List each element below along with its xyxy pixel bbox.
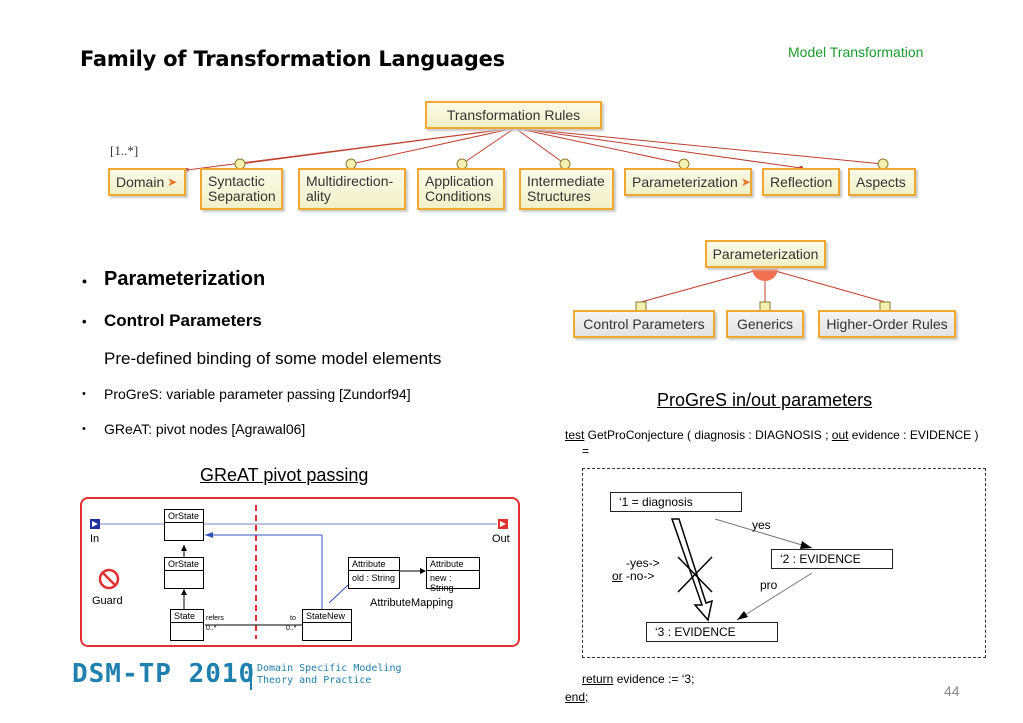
feature-aspects: Aspects (848, 168, 916, 196)
progres-node-2: ‘2 : EVIDENCE (771, 549, 893, 569)
expand-arrow-icon: ➤ (740, 174, 751, 189)
great-diagram: In Out Guard OrState OrState State refer… (80, 497, 520, 647)
neg-edge-yes: -yes-> (626, 556, 660, 570)
bullet-subtext: Pre-defined binding of some model elemen… (104, 349, 442, 368)
progres-rule-box (582, 468, 986, 658)
bullet-item: • ProGreS: variable parameter passing [Z… (82, 386, 411, 402)
bullet-item: • Parameterization (82, 268, 266, 290)
great-caption: GReAT pivot passing (200, 465, 369, 485)
great-diagram-lines (90, 505, 508, 639)
feature-label: Domain (116, 173, 165, 190)
feature-domain: Domain ➤ (108, 168, 186, 196)
cardinality-label: [1..*] (110, 143, 139, 158)
logo-subtitle: Domain Specific Modeling Theory and Prac… (257, 663, 402, 686)
progres-node-3: ‘3 : EVIDENCE (646, 622, 778, 642)
refers-label: refers (206, 615, 224, 622)
param-generics: Generics (726, 310, 804, 338)
feature-reflection: Reflection (762, 168, 840, 196)
attribute-node: Attribute old : String (348, 557, 400, 589)
progres-end: end; (565, 690, 589, 704)
multiplicity-label: 0..* (206, 625, 217, 632)
param-higher-order: Higher-Order Rules (818, 310, 956, 338)
edge-pro-label: pro (760, 578, 778, 592)
logo-divider (250, 664, 252, 690)
feature-label: Parameterization (632, 173, 738, 190)
expand-arrow-icon: ➤ (167, 174, 178, 189)
feature-application-conditions: Application Conditions (417, 168, 505, 210)
feature-multidirection: Multidirection-ality (298, 168, 406, 210)
out-label: Out (492, 533, 510, 545)
feature-intermediate: Intermediate Structures (519, 168, 614, 210)
mapping-label: AttributeMapping (370, 597, 454, 609)
edge-yes-label: yes (752, 518, 771, 532)
page-number: 44 (944, 683, 960, 699)
bullet-item: • Control Parameters (82, 311, 262, 330)
feature-syntactic: Syntactic Separation (200, 168, 283, 210)
param-root: Parameterization (705, 240, 826, 268)
multiplicity-label: 0..* (286, 625, 297, 632)
param-control-parameters: Control Parameters (573, 310, 715, 338)
statenew-node: StateNew (302, 609, 352, 641)
progres-signature: test GetProConjecture ( diagnosis : DIAG… (565, 428, 979, 442)
progres-return: return evidence := ‘3; (582, 672, 695, 686)
progres-caption: ProGreS in/out parameters (657, 390, 873, 410)
orstate-node: OrState (164, 509, 204, 541)
progres-node-1: ‘1 = diagnosis (610, 492, 742, 512)
orstate-node: OrState (164, 557, 204, 589)
section-label: Model Transformation (788, 44, 924, 60)
state-node: State (170, 609, 204, 641)
progres-equals: = (582, 444, 590, 458)
bullet-item: • GReAT: pivot nodes [Agrawal06] (82, 421, 306, 437)
feature-root: Transformation Rules (425, 101, 602, 129)
feature-parameterization: Parameterization ➤ (624, 168, 752, 196)
dsm-tp-logo: DSM-TP 2010 (72, 659, 256, 689)
guard-label: Guard (92, 595, 123, 607)
slide-title: Family of Transformation Languages (80, 47, 505, 71)
to-label: to (290, 615, 296, 622)
attribute-node: Attribute new : String (426, 557, 480, 593)
neg-edge-or-no: or -no-> (612, 569, 655, 583)
in-label: In (90, 533, 100, 545)
